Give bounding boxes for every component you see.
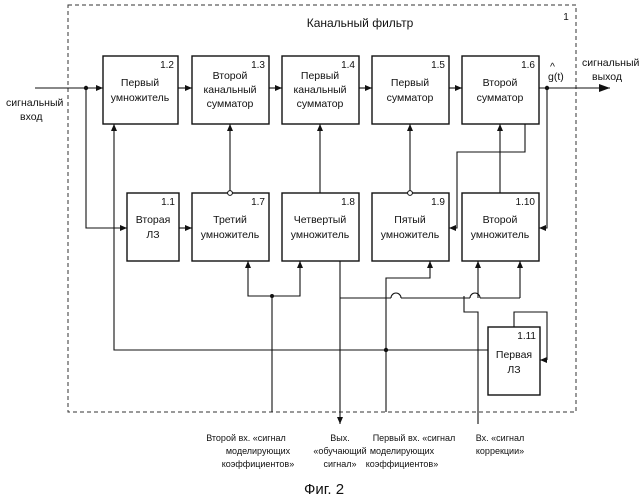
block-1-3-line1: Второй bbox=[213, 70, 248, 82]
block-1-1-line1: Вторая bbox=[136, 214, 171, 226]
block-1-3-line3: сумматор bbox=[207, 98, 254, 110]
training-output-line3: сигнал» bbox=[323, 459, 356, 469]
block-1-2: Первый умножитель 1.2 bbox=[103, 56, 178, 124]
block-1-9-number: 1.9 bbox=[431, 197, 445, 208]
block-1-10-number: 1.10 bbox=[516, 197, 536, 208]
block-1-11-number: 1.11 bbox=[517, 331, 536, 342]
first-coef-input-line1: Первый вх. «сигнал bbox=[373, 433, 456, 443]
block-1-1-number: 1.1 bbox=[161, 197, 175, 208]
training-output-line2: «обучающий bbox=[313, 446, 366, 456]
block-1-8-line1: Четвертый bbox=[294, 214, 347, 226]
block-1-4-number: 1.4 bbox=[341, 60, 355, 71]
first-coef-input-line3: коэффициентов» bbox=[366, 459, 438, 469]
block-1-10: Второй умножитель 1.10 bbox=[462, 193, 539, 261]
block-1-8-line2: умножитель bbox=[291, 229, 350, 241]
frame-title: Канальный фильтр bbox=[307, 16, 414, 30]
first-coef-input-line2: моделирующих bbox=[370, 446, 435, 456]
second-coef-input-line3: коэффициентов» bbox=[222, 459, 294, 469]
block-1-4-line2: канальный bbox=[293, 84, 346, 96]
block-1-6-line2: сумматор bbox=[477, 92, 524, 104]
block-1-5: Первый сумматор 1.5 bbox=[372, 56, 449, 124]
block-1-5-line2: сумматор bbox=[387, 92, 434, 104]
block-1-9-line2: умножитель bbox=[381, 229, 440, 241]
block-1-3-line2: канальный bbox=[203, 84, 256, 96]
block-1-3: Второй канальный сумматор 1.3 bbox=[192, 56, 269, 124]
block-1-1-line2: ЛЗ bbox=[146, 229, 159, 241]
bottom-io-labels: Второй вх. «сигнал моделирующих коэффици… bbox=[206, 433, 524, 469]
output-label-line1: сигнальный bbox=[582, 57, 640, 69]
figure-caption: Фиг. 2 bbox=[304, 481, 344, 498]
block-1-11: Первая ЛЗ 1.11 bbox=[488, 327, 540, 395]
block-1-11-line2: ЛЗ bbox=[507, 364, 520, 376]
output-symbol: g(t) bbox=[548, 71, 564, 83]
block-1-4: Первый канальный сумматор 1.4 bbox=[282, 56, 359, 124]
block-1-7-line2: умножитель bbox=[201, 229, 260, 241]
block-1-8-number: 1.8 bbox=[341, 197, 355, 208]
output-label-line2: выход bbox=[592, 71, 622, 83]
block-1-7: Третий умножитель 1.7 bbox=[192, 193, 269, 261]
block-1-6-number: 1.6 bbox=[521, 60, 535, 71]
block-1-4-line1: Первый bbox=[301, 70, 339, 82]
block-1-10-line2: умножитель bbox=[471, 229, 530, 241]
block-1-2-line1: Первый bbox=[121, 77, 159, 89]
block-1-2-number: 1.2 bbox=[160, 60, 174, 71]
block-1-5-line1: Первый bbox=[391, 77, 429, 89]
training-output-line1: Вых. bbox=[330, 433, 349, 443]
correction-input-line2: коррекции» bbox=[476, 446, 524, 456]
block-1-3-number: 1.3 bbox=[251, 60, 265, 71]
correction-input-line1: Вх. «сигнал bbox=[476, 433, 524, 443]
block-1-9: Пятый умножитель 1.9 bbox=[372, 193, 449, 261]
block-1-5-number: 1.5 bbox=[431, 60, 445, 71]
block-1-8: Четвертый умножитель 1.8 bbox=[282, 193, 359, 261]
input-label-line2: вход bbox=[20, 111, 42, 123]
frame-number: 1 bbox=[563, 12, 569, 23]
second-coef-input-line1: Второй вх. «сигнал bbox=[206, 433, 286, 443]
block-1-10-line1: Второй bbox=[483, 214, 518, 226]
block-1-6-line1: Второй bbox=[483, 77, 518, 89]
block-1-9-line1: Пятый bbox=[394, 214, 426, 226]
block-1-2-line2: умножитель bbox=[111, 92, 170, 104]
block-1-1: Вторая ЛЗ 1.1 bbox=[127, 193, 179, 261]
block-1-11-line1: Первая bbox=[496, 349, 532, 361]
block-1-7-number: 1.7 bbox=[251, 197, 265, 208]
block-1-6: Второй сумматор 1.6 bbox=[462, 56, 539, 124]
second-coef-input-line2: моделирующих bbox=[226, 446, 291, 456]
block-1-4-line3: сумматор bbox=[297, 98, 344, 110]
input-label-line1: сигнальный bbox=[6, 97, 64, 109]
block-1-7-line1: Третий bbox=[213, 214, 247, 226]
